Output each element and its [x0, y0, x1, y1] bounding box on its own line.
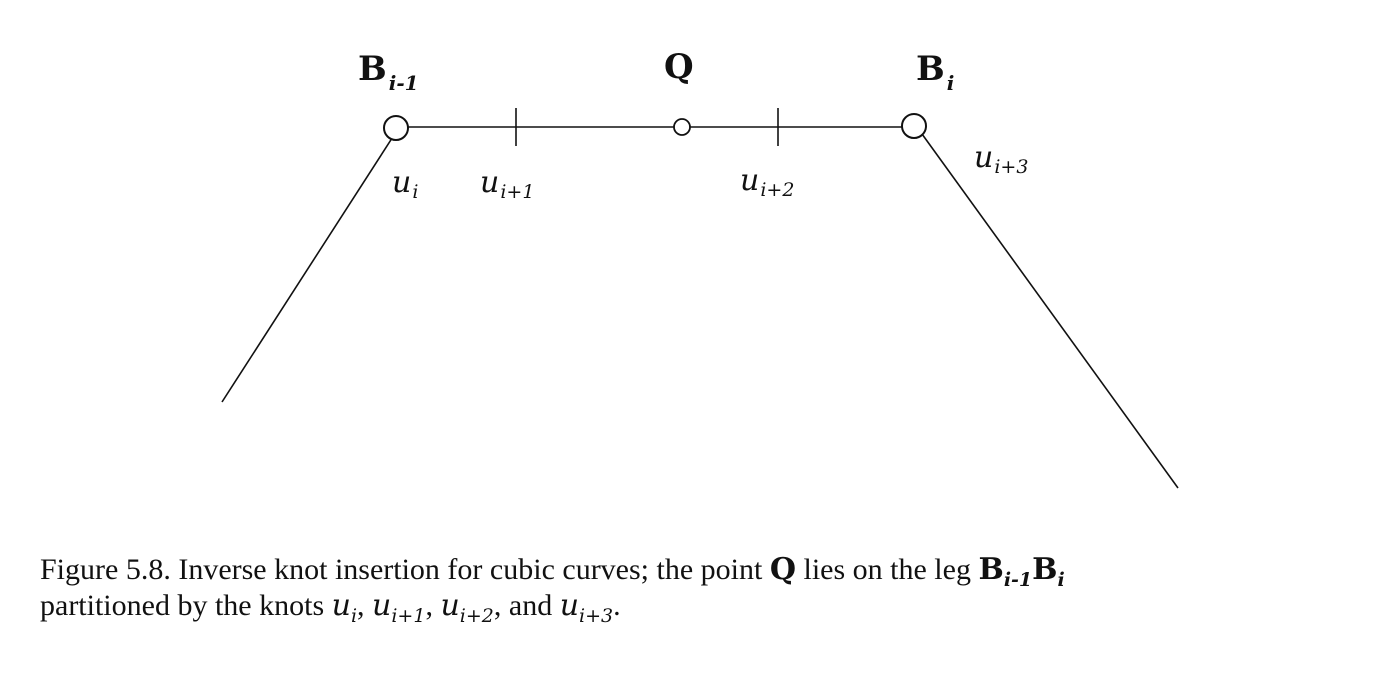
caption-b2: B [1032, 552, 1058, 587]
caption-text-1: Figure 5.8. Inverse knot insertion for c… [40, 553, 770, 586]
caption-b2-sub: i [1057, 569, 1065, 591]
caption-and: , and [493, 589, 560, 622]
caption-knot-2-sub: i+1 [391, 605, 426, 627]
caption-knot-4: u [559, 588, 580, 623]
caption-sep-1: , [357, 589, 373, 622]
label-knot-u-i+3: ui+3 [974, 140, 1028, 178]
caption-end: . [613, 589, 621, 622]
caption-sep-2: , [425, 589, 441, 622]
point-b-i-minus-1-marker [383, 115, 409, 141]
label-knot-u-i+2: ui+2 [740, 163, 794, 201]
right-leg [921, 133, 1179, 489]
point-q-marker [673, 118, 691, 136]
caption-q: Q [769, 552, 796, 587]
left-leg [221, 131, 397, 403]
point-b-i-marker [901, 113, 927, 139]
caption-knot-3-sub: i+2 [459, 605, 494, 627]
caption-text-3: partitioned by the knots [40, 589, 332, 622]
caption-b1: B [978, 552, 1004, 587]
caption-b1-sub: i-1 [1003, 569, 1033, 591]
caption-knot-1-sub: i [350, 605, 358, 627]
figure-caption: Figure 5.8. Inverse knot insertion for c… [40, 552, 1370, 627]
label-q: Q [664, 47, 694, 87]
label-knot-u-i+1: ui+1 [480, 165, 534, 203]
label-knot-u-i: ui [392, 165, 418, 203]
caption-knot-1: u [331, 588, 351, 623]
caption-text-2: lies on the leg [795, 553, 979, 586]
caption-knot-4-sub: i+3 [579, 605, 614, 627]
caption-knot-2: u [372, 588, 392, 623]
caption-knot-3: u [440, 588, 460, 623]
